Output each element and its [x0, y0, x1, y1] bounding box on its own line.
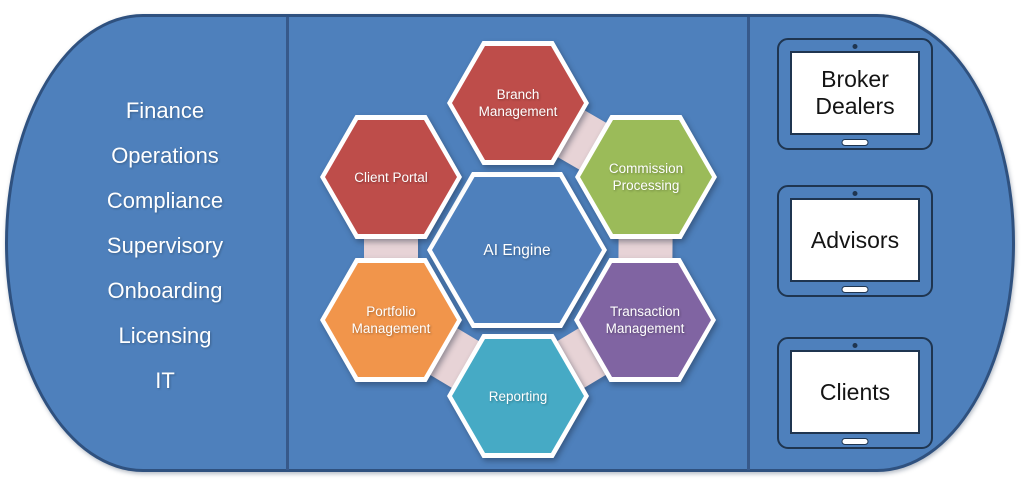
- tablet-screen: Broker Dealers: [790, 51, 920, 135]
- right-section-divider: [747, 17, 750, 470]
- hexagon-branch-management: Branch Management: [447, 41, 589, 165]
- hexagon-label: Branch Management: [478, 87, 558, 119]
- hexagon-border: Client Portal: [320, 115, 462, 239]
- left-section-divider: [286, 17, 289, 470]
- hexagon-label: Reporting: [488, 388, 548, 404]
- hexagon-border: Commission Processing: [575, 115, 717, 239]
- hexagon-client-portal: Client Portal: [320, 115, 462, 239]
- hexagon-label: AI Engine: [483, 241, 551, 259]
- device-label: Broker Dealers: [815, 66, 895, 119]
- hexagon-border: Branch Management: [447, 41, 589, 165]
- home-button-icon: [841, 438, 869, 445]
- hexagon-reporting: Reporting: [447, 334, 589, 458]
- camera-icon: [852, 191, 858, 196]
- hexagon-transaction-management: Transaction Management: [574, 258, 716, 382]
- department-item: IT: [155, 368, 175, 393]
- device-label: Advisors: [810, 226, 900, 253]
- device-label: Clients: [819, 378, 891, 405]
- department-item: Operations: [111, 143, 219, 168]
- hexagon-label: Client Portal: [354, 169, 428, 185]
- hexagon-border: Transaction Management: [574, 258, 716, 382]
- department-list: Finance Operations Compliance Supervisor…: [40, 95, 290, 396]
- hexagon-commission-processing: Commission Processing: [575, 115, 717, 239]
- department-item: Compliance: [106, 188, 224, 213]
- department-item: Licensing: [118, 323, 212, 348]
- hexagon-label: Portfolio Management: [351, 304, 431, 336]
- department-item: Finance: [125, 98, 205, 123]
- tablet-screen: Advisors: [790, 198, 920, 282]
- camera-icon: [852, 44, 858, 49]
- hexagon-label: Commission Processing: [608, 161, 684, 193]
- hexagon-ai-engine: AI Engine: [427, 172, 607, 328]
- hexagon-portfolio-management: Portfolio Management: [320, 258, 462, 382]
- hexagon-label: Transaction Management: [605, 304, 685, 336]
- hexagon-border: Reporting: [447, 334, 589, 458]
- tablet-icon-advisors: Advisors: [777, 185, 933, 297]
- tablet-screen: Clients: [790, 350, 920, 434]
- tablet-icon-broker-dealers: Broker Dealers: [777, 38, 933, 150]
- department-item: Supervisory: [106, 233, 224, 258]
- hexagon-border: AI Engine: [427, 172, 607, 328]
- home-button-icon: [841, 286, 869, 293]
- hexagon-border: Portfolio Management: [320, 258, 462, 382]
- home-button-icon: [841, 139, 869, 146]
- department-item: Onboarding: [107, 278, 223, 303]
- camera-icon: [852, 343, 858, 348]
- tablet-icon-clients: Clients: [777, 337, 933, 449]
